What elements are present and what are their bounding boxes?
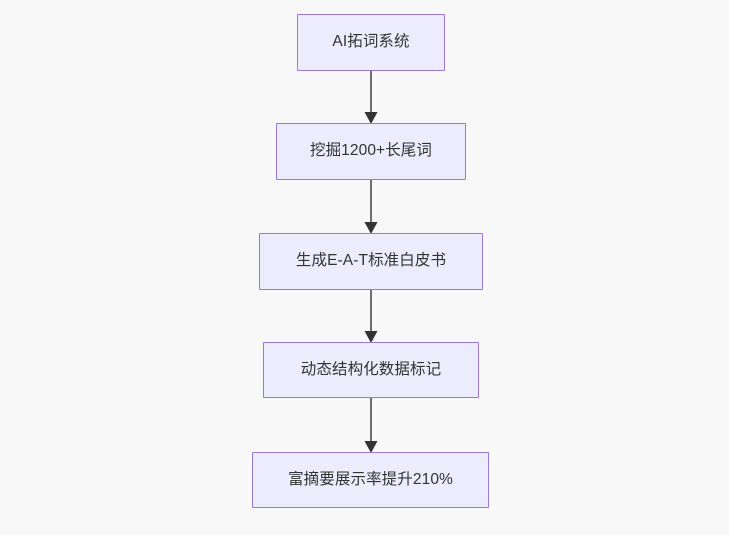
edge-n1-n2 [364, 71, 378, 124]
flowchart-node-ai-keyword-system[interactable]: AI拓词系统 [297, 14, 445, 71]
arrowhead-icon [364, 441, 378, 453]
flowchart-node-longtail-keywords[interactable]: 挖掘1200+长尾词 [276, 123, 466, 180]
node-label: 生成E-A-T标准白皮书 [295, 252, 447, 270]
arrowhead-icon [364, 331, 378, 343]
node-label: AI拓词系统 [332, 33, 410, 51]
edge-n3-n4 [364, 290, 378, 343]
node-label: 富摘要展示率提升210% [288, 470, 453, 488]
flowchart-node-eat-whitepaper[interactable]: 生成E-A-T标准白皮书 [259, 233, 483, 290]
node-label: 挖掘1200+长尾词 [309, 142, 433, 160]
arrowhead-icon [364, 112, 378, 124]
node-label: 动态结构化数据标记 [300, 360, 442, 378]
flowchart-node-rich-snippet-result[interactable]: 富摘要展示率提升210% [252, 452, 489, 508]
arrowhead-icon [364, 222, 378, 234]
edge-n2-n3 [364, 180, 378, 234]
edge-n4-n5 [364, 398, 378, 453]
flowchart-node-structured-data-markup[interactable]: 动态结构化数据标记 [263, 342, 479, 398]
